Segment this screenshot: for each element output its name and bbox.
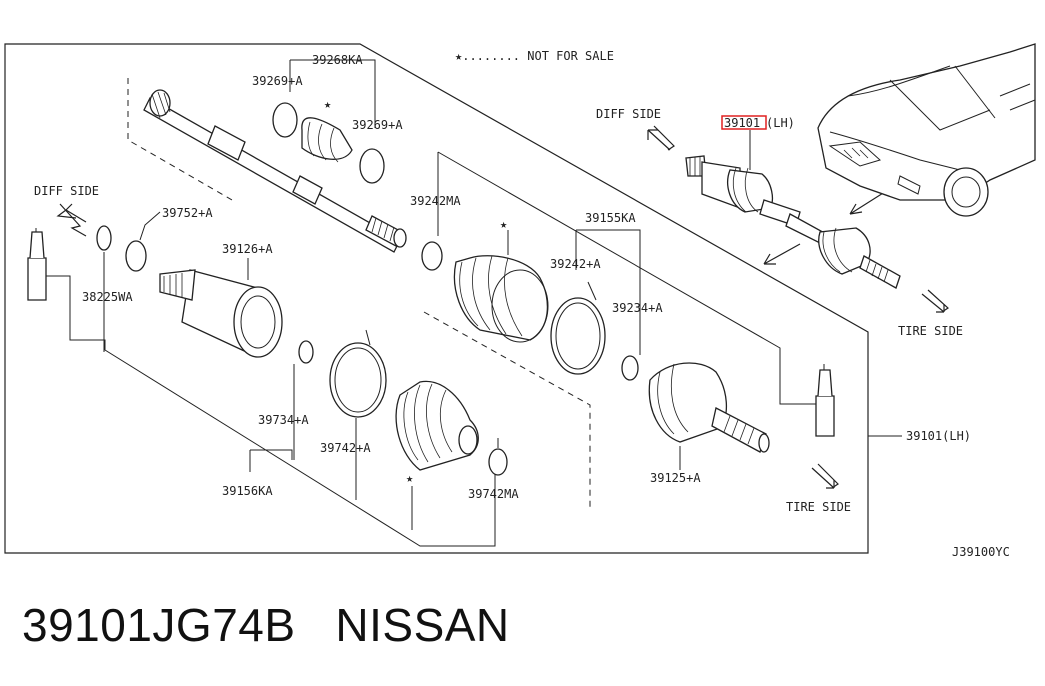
- vehicle-illustration: [817, 43, 1036, 217]
- star-marker-mid: ★: [500, 217, 507, 231]
- arrow-tire-side-top: [921, 293, 945, 313]
- inner-boot: ★: [395, 311, 591, 530]
- label-diff-side-right: DIFF SIDE: [596, 107, 661, 121]
- label-39268KA: 39268KA: [312, 53, 363, 67]
- star-marker-lower: ★: [406, 471, 413, 485]
- part-caption: 39101JG74B NISSAN: [22, 598, 510, 652]
- label-39242MA: 39242MA: [410, 194, 461, 208]
- arrow-tire-side-bottom: [811, 467, 835, 489]
- arrow-diff-side-right: [647, 129, 671, 151]
- brand-name: NISSAN: [335, 599, 510, 651]
- part-number: 39101JG74B: [22, 599, 296, 651]
- inner-shaft: [127, 78, 407, 253]
- label-39101-highlight: 39101: [724, 116, 760, 130]
- label-39101-suffix: (LH): [766, 116, 795, 130]
- outer-boot: [453, 255, 549, 343]
- circlip-39734A: [298, 340, 314, 364]
- label-39734A: 39734+A: [258, 413, 309, 427]
- band-39242A: [550, 297, 606, 375]
- outer-cv-joint: [648, 362, 770, 453]
- label-39125A: 39125+A: [650, 471, 701, 485]
- label-39126A: 39126+A: [222, 242, 273, 256]
- label-38225WA: 38225WA: [82, 290, 133, 304]
- arrow-assembly-direction: [763, 243, 801, 265]
- band-39742MA: [488, 448, 508, 476]
- label-39269A-left: 39269+A: [252, 74, 303, 88]
- label-39155KA: 39155KA: [585, 211, 636, 225]
- circlip-39234A: [621, 355, 639, 381]
- label-39101LH-main: 39101(LH): [906, 429, 971, 443]
- label-39156KA: 39156KA: [222, 484, 273, 498]
- label-tire-side-top: TIRE SIDE: [898, 324, 963, 338]
- label-39234A: 39234+A: [612, 301, 663, 315]
- star-marker: ★: [324, 97, 331, 111]
- label-39752A: 39752+A: [162, 206, 213, 220]
- inner-cv-housing: [159, 269, 283, 358]
- band-39742A: [329, 342, 387, 418]
- diagram-code: J39100YC: [952, 545, 1010, 559]
- grease-tube-left: [27, 228, 47, 301]
- snap-ring-38225WA: [96, 225, 112, 251]
- label-diff-side-left: DIFF SIDE: [34, 184, 99, 198]
- driveshaft-assembly: [685, 155, 901, 289]
- not-for-sale-note: ★........ NOT FOR SALE: [455, 49, 614, 63]
- label-39242A: 39242+A: [550, 257, 601, 271]
- highlight-box-39101: [721, 115, 767, 130]
- label-39742A: 39742+A: [320, 441, 371, 455]
- small-boot-top: [272, 102, 385, 184]
- arrow-diff-side-left: [56, 203, 87, 223]
- clamp-39242MA: [421, 241, 443, 271]
- diagram-frame: [4, 43, 869, 554]
- label-39269A-right: 39269+A: [352, 118, 403, 132]
- grease-tube-right: [815, 364, 835, 437]
- label-39742MA: 39742MA: [468, 487, 519, 501]
- label-tire-side-bottom: TIRE SIDE: [786, 500, 851, 514]
- ring-39752A: [125, 240, 147, 272]
